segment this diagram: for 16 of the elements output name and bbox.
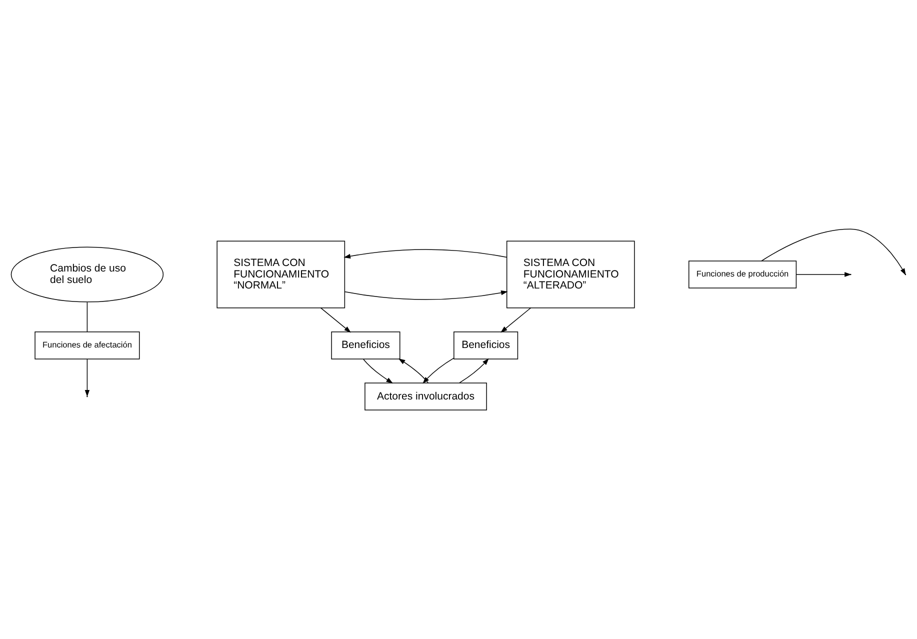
- node-box: Beneficios: [454, 332, 518, 360]
- arrow: [500, 308, 532, 333]
- arrow: [320, 308, 351, 333]
- arrow: [344, 249, 508, 259]
- arrow: [344, 290, 508, 300]
- arrow: [84, 358, 90, 397]
- node-ellipse: Cambios de uso del suelo: [10, 246, 164, 302]
- node-box: SISTEMA CON FUNCIONAMIENTO “ALTERADO”: [506, 240, 635, 308]
- node-box: Funciones de producción: [688, 260, 797, 288]
- node-box: Funciones de afectación: [34, 332, 140, 360]
- arrow: [363, 358, 393, 384]
- node-box: Beneficios: [331, 332, 400, 360]
- node-box: Actores involucrados: [364, 382, 487, 410]
- connector: [86, 302, 88, 332]
- node-box: SISTEMA CON FUNCIONAMIENTO “NORMAL”: [216, 240, 346, 308]
- arrow: [459, 358, 489, 384]
